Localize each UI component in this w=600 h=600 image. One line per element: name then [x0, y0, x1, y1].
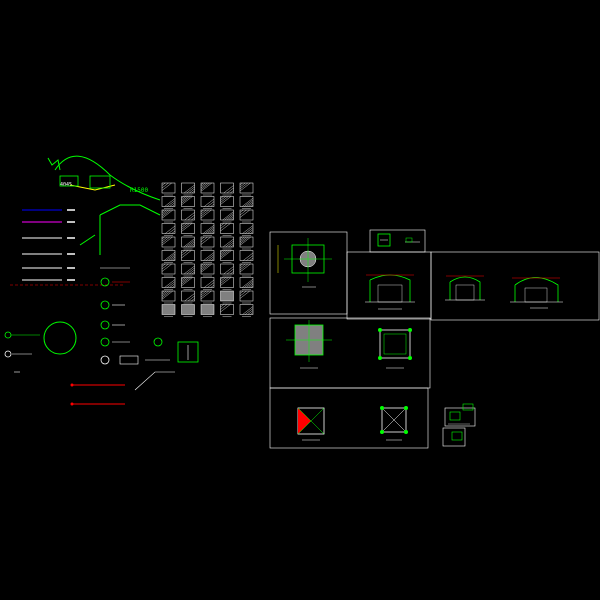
hatch-swatch [220, 290, 234, 304]
hatch-swatch [161, 250, 176, 263]
plan-2-drawing [286, 320, 412, 369]
hatch-swatch [181, 236, 195, 250]
viewport-elevation-2[interactable] [430, 251, 600, 321]
elevation-1-drawing [365, 274, 415, 310]
viewport-detail-a[interactable] [444, 407, 476, 427]
hatch-swatch [161, 304, 176, 317]
hatch-swatch [161, 277, 176, 290]
hatch-swatch [239, 250, 254, 263]
hatch-swatch [220, 223, 234, 236]
small-detail-box [177, 341, 199, 363]
hatch-swatch [181, 196, 195, 209]
hatch-swatch [181, 263, 195, 277]
section-marks [79, 204, 199, 391]
radius-label: R1500 [130, 187, 148, 194]
hatch-swatch [239, 223, 254, 236]
hatch-swatch [161, 209, 176, 223]
hatch-swatch [161, 182, 176, 196]
radius-annotation: R1500 4045 [47, 155, 161, 201]
hatch-swatch [161, 196, 176, 209]
hatch-swatch [181, 277, 195, 290]
dim-label: 4045 [60, 182, 72, 188]
hatch-swatch [239, 209, 254, 223]
hatch-swatch [239, 196, 254, 209]
hatch-swatch [181, 182, 195, 196]
hatch-swatch [220, 304, 234, 317]
line-type-legend [10, 209, 125, 286]
hatch-swatch [200, 209, 215, 223]
hatch-swatch [200, 277, 215, 290]
hatch-swatch [239, 290, 254, 304]
hatch-swatch [220, 250, 234, 263]
hatch-swatch [161, 290, 176, 304]
hatch-swatch [220, 209, 234, 223]
hatch-swatch [200, 263, 215, 277]
hatch-swatch [200, 196, 215, 209]
hatch-swatch [239, 277, 254, 290]
hatch-swatch [181, 209, 195, 223]
hatch-swatch [239, 304, 254, 317]
hatch-swatch [200, 236, 215, 250]
hatch-swatch [239, 236, 254, 250]
hatch-swatch [181, 304, 195, 317]
detail-viewports [269, 229, 600, 449]
hatch-swatch [239, 182, 254, 196]
hatch-swatch [200, 223, 215, 236]
hatch-swatch [220, 182, 234, 196]
hatch-swatch [220, 263, 234, 277]
small-details-drawing [448, 403, 474, 441]
hatch-swatch [200, 304, 215, 317]
elevation-2-drawing [445, 275, 563, 309]
plan-1-drawing [277, 238, 332, 288]
hatch-swatch [181, 250, 195, 263]
hatch-swatch [181, 223, 195, 236]
hatch-swatch [220, 236, 234, 250]
hatch-swatch [220, 196, 234, 209]
hatch-swatch [200, 250, 215, 263]
hatch-swatch [181, 290, 195, 304]
hatch-swatch [200, 290, 215, 304]
hatch-swatch [161, 236, 176, 250]
small-viewport-drawing [377, 233, 420, 247]
viewport-detail-b[interactable] [442, 427, 466, 447]
left-symbols [4, 321, 125, 406]
hatch-swatch [220, 277, 234, 290]
hatch-swatch [161, 223, 176, 236]
hatch-pattern-library [161, 182, 254, 317]
hatch-swatch [239, 263, 254, 277]
circle-symbol [43, 321, 77, 355]
plan-3-drawing [297, 406, 408, 441]
hatch-swatch [200, 182, 215, 196]
viewport-plan-3[interactable] [269, 387, 429, 449]
hatch-swatch [161, 263, 176, 277]
